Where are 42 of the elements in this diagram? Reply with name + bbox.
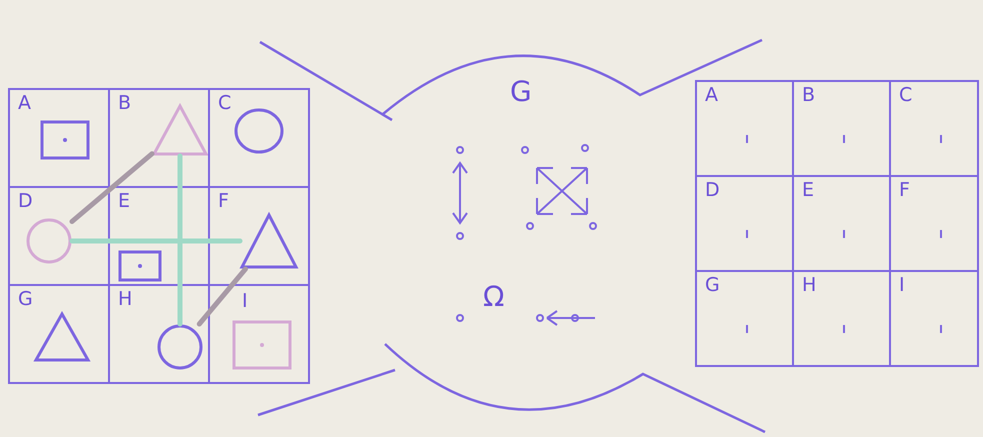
connector-line [178,154,182,326]
grid-cell [208,88,310,188]
connector-line [70,151,154,224]
grid-cell [8,88,110,188]
triangle-shape [240,213,298,269]
cell-letter: C [218,94,232,113]
circle-shape [234,108,284,154]
cell-letter: B [118,94,132,113]
cell-letter: E [118,192,130,211]
triangle-shape [34,312,90,362]
cell-letter: D [18,192,33,211]
grid-cell [8,284,110,384]
grid-cell [695,270,794,367]
grid-cell [695,80,794,177]
triangle-shape [152,104,208,156]
square-shape [40,120,90,160]
circle-shape [26,218,72,264]
square-shape [118,250,162,282]
cell-letter: A [705,86,718,105]
cell-letter: D [705,181,720,200]
cell-letter: H [118,290,132,309]
cell-letter: A [18,94,31,113]
cell-letter: G [18,290,33,309]
cell-letter: H [802,276,816,295]
circle-shape [157,324,203,370]
cell-letter: I [899,276,905,295]
cell-letter: F [218,192,229,211]
bowtie-panel [255,38,767,433]
letter-heading: G [510,78,532,106]
cell-letter: F [899,181,910,200]
connector-line [70,238,242,244]
symbol-label: Ω [483,283,504,311]
grid-cell [889,80,979,177]
cell-letter: E [802,181,814,200]
grid-cell [889,270,979,367]
cell-letter: G [705,276,720,295]
connector-line [196,266,248,326]
cell-letter: B [802,86,816,105]
cell-letter: I [242,292,248,311]
cell-letter: C [899,86,912,105]
square-shape [232,320,292,370]
grid-cell [208,284,310,384]
